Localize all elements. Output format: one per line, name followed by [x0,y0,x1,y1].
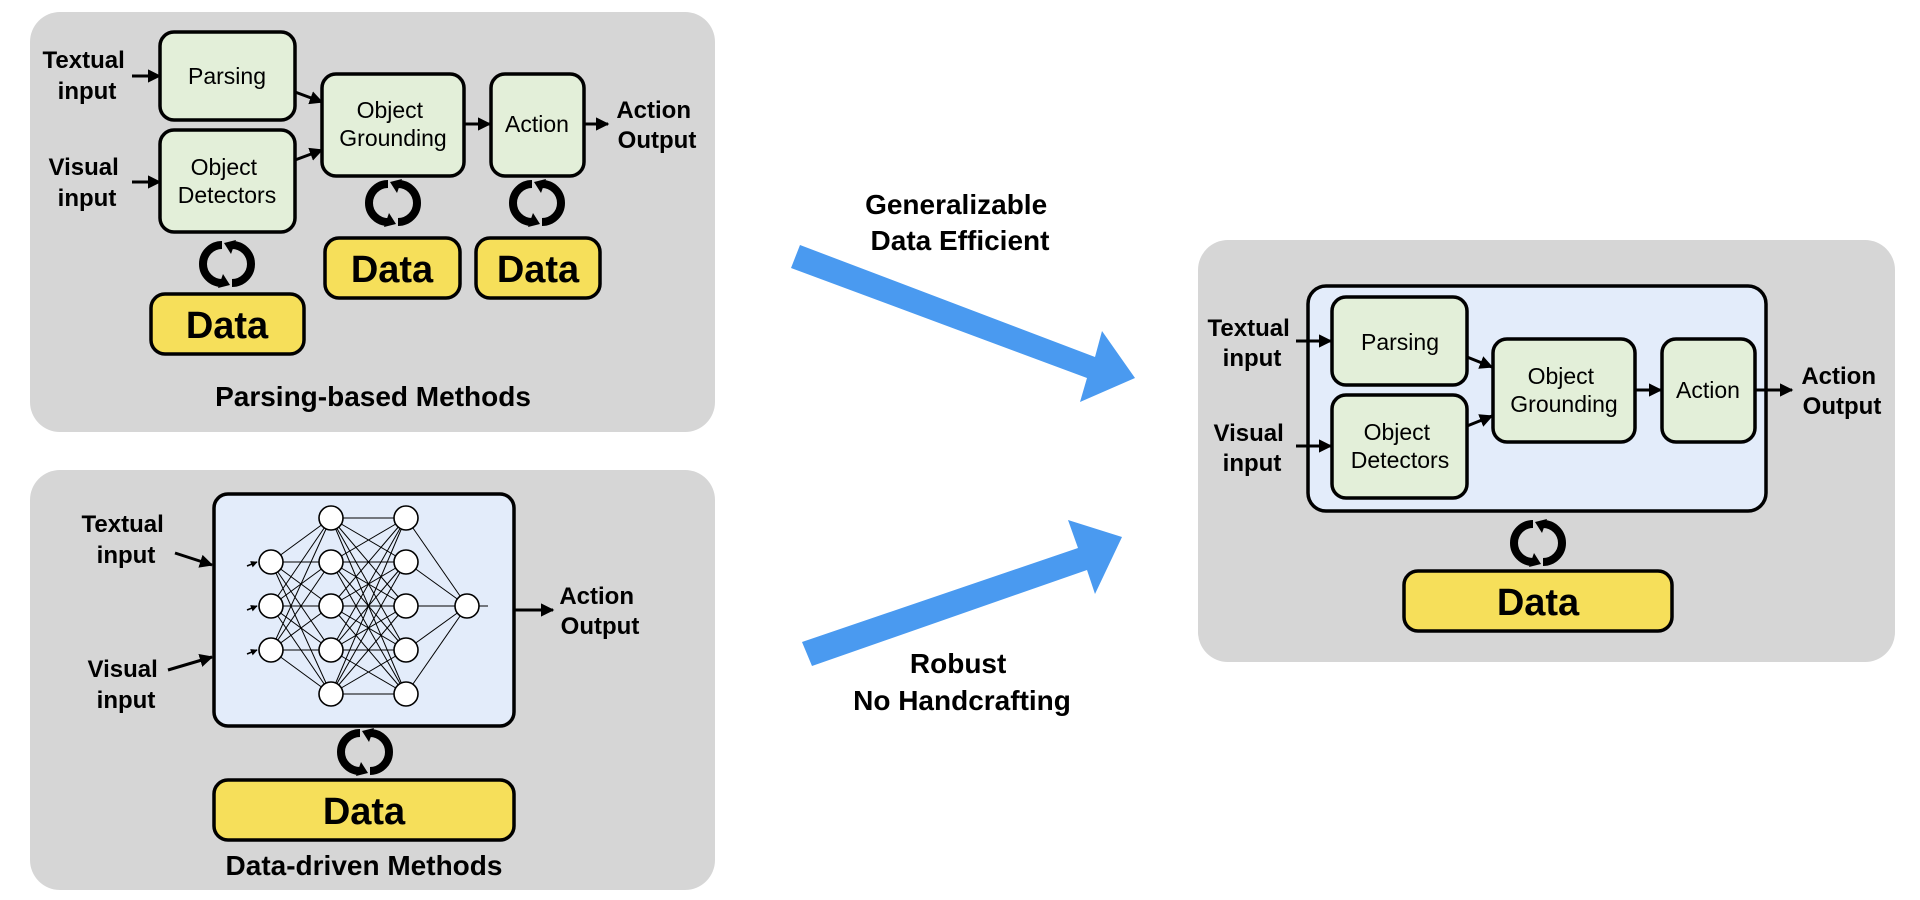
data-driven-methods-panel: Textual input Visual input Action Output… [30,470,715,890]
visual-input-label: Visual input [1214,420,1291,477]
svg-text:Object Grounding: Object Grounding [1510,363,1617,417]
network-node [258,637,284,663]
network-node [258,593,284,619]
network-edge [405,605,468,695]
svg-text:Parsing: Parsing [188,63,266,89]
parsing-methods-panel: Textual input Visual input Parsing Objec… [30,12,715,432]
data-block: Data [1402,569,1674,633]
network-edge [405,517,468,607]
object-grounding-module: Object Grounding [1491,337,1637,444]
data-block: Data [212,778,516,842]
svg-text:Data: Data [497,249,580,291]
network-node [393,505,419,531]
network-node [258,549,284,575]
svg-text:Object Detectors: Object Detectors [178,154,276,208]
network-input-arrow [246,561,258,568]
network-node [318,549,344,575]
action-module: Action [1660,337,1757,444]
network-edge [270,561,332,651]
visual-input-label: Visual input [49,154,126,212]
combined-method-panel: Textual input Visual input Parsing Objec… [1198,240,1895,662]
svg-text:Data: Data [323,791,406,833]
action-module: Action [489,72,586,178]
data-block: Data [323,236,462,300]
action-output-label: Action Output [1801,363,1882,420]
network-node [318,505,344,531]
network-node [393,681,419,707]
svg-text:Parsing: Parsing [1361,329,1439,355]
network-edge [330,517,407,651]
generalizable-arrow [791,245,1135,402]
network-edge [270,517,332,607]
parsing-module: Parsing [1330,295,1469,387]
network-input-arrow [246,649,258,656]
svg-text:Action: Action [1676,377,1740,403]
svg-text:Data: Data [351,249,434,291]
neural-network-block [212,492,516,728]
panel-title: Parsing-based Methods [215,381,531,412]
parsing-module: Parsing [158,30,297,122]
network-input-arrow [246,605,258,612]
object-grounding-module: Object Grounding [320,72,466,178]
network-node [393,593,419,619]
object-detectors-module: Object Detectors [158,128,297,234]
network-edge [330,561,407,695]
network-edge [330,605,407,695]
network-node [318,637,344,663]
network-edge [330,517,407,563]
network-edge [330,517,407,695]
bottom-arrow-label: Robust No Handcrafting [853,648,1071,716]
visual-input-label: Visual input [88,656,165,714]
network-edge [330,649,407,695]
textual-input-label: Textual input [82,511,171,569]
network-edge [330,517,407,607]
svg-text:Data: Data [186,305,269,347]
object-detectors-module: Object Detectors [1330,393,1469,500]
network-node [393,549,419,575]
network-edge [270,517,332,651]
network-node [393,637,419,663]
svg-text:Object Grounding: Object Grounding [339,97,446,151]
svg-text:Action: Action [505,111,569,137]
svg-text:Data: Data [1497,582,1580,624]
action-output-label: Action Output [616,97,697,154]
panel-title: Data-driven Methods [226,850,503,881]
data-block: Data [149,292,306,356]
network-node [318,681,344,707]
network-node [318,593,344,619]
robust-arrow [802,520,1122,666]
network-node [454,593,480,619]
neural-network-graphic [246,505,488,707]
data-block: Data [474,236,602,300]
textual-input-label: Textual input [1208,315,1297,372]
action-output-label: Action Output [559,583,640,640]
svg-text:Object Detectors: Object Detectors [1351,419,1449,473]
textual-input-label: Textual input [43,47,132,105]
top-arrow-label: Generalizable Data Efficient [865,189,1055,256]
